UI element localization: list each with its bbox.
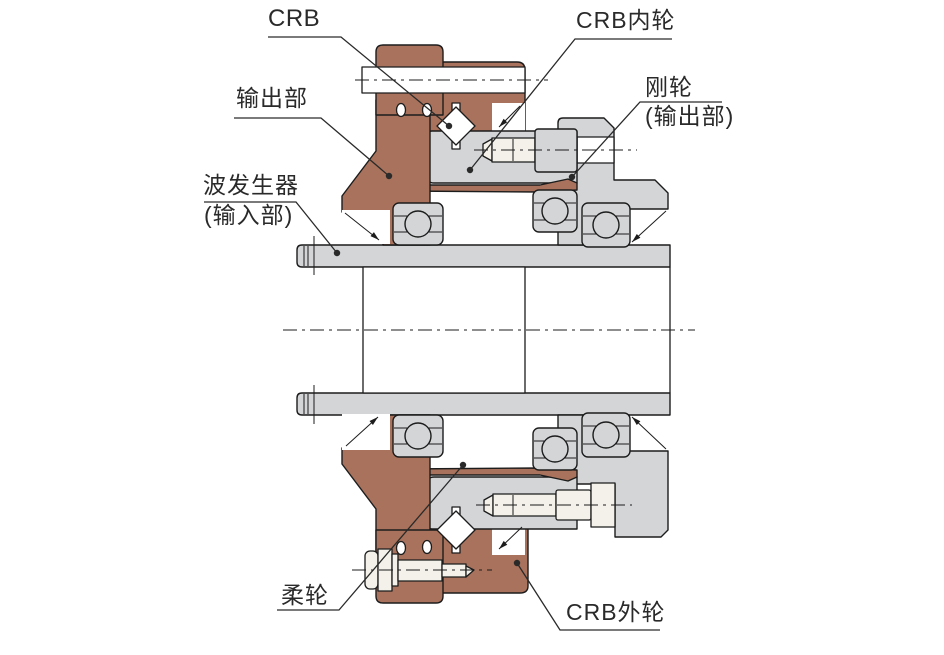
gap-indicators	[344, 105, 667, 550]
label-circular-spline: 刚轮	[645, 74, 693, 100]
wave-generator-hub	[296, 236, 671, 424]
ball-bearing	[392, 414, 444, 458]
ball-bearing	[532, 427, 578, 471]
label-crb: CRB	[268, 5, 321, 32]
bolt-hole	[395, 540, 407, 556]
label-crb-inner-ring: CRB内轮	[576, 7, 676, 33]
label-circular-spline-sub: (输出部)	[645, 103, 735, 129]
label-wave-generator: 波发生器	[203, 172, 299, 198]
hollow-shaft-bore	[362, 266, 526, 394]
label-output-section: 输出部	[236, 85, 308, 111]
bolt-hole	[421, 539, 433, 555]
leader-lines	[204, 36, 722, 631]
label-flexspline: 柔轮	[281, 582, 329, 608]
flange-bolt	[364, 548, 475, 592]
gap-region	[492, 527, 525, 555]
label-wave-generator-sub: (输入部)	[204, 202, 294, 228]
crb-roller-top	[436, 102, 476, 150]
ball-bearing	[532, 189, 578, 233]
label-crb-outer-ring: CRB外轮	[566, 599, 666, 625]
ball-bearing	[581, 202, 631, 248]
crb-roller-bottom	[436, 506, 476, 554]
gap-region	[342, 414, 390, 450]
bolt-hole	[395, 102, 407, 118]
axis-lines	[283, 79, 695, 571]
ball-bearing	[392, 202, 444, 246]
ball-bearing	[581, 412, 631, 458]
gap-region	[342, 210, 390, 244]
